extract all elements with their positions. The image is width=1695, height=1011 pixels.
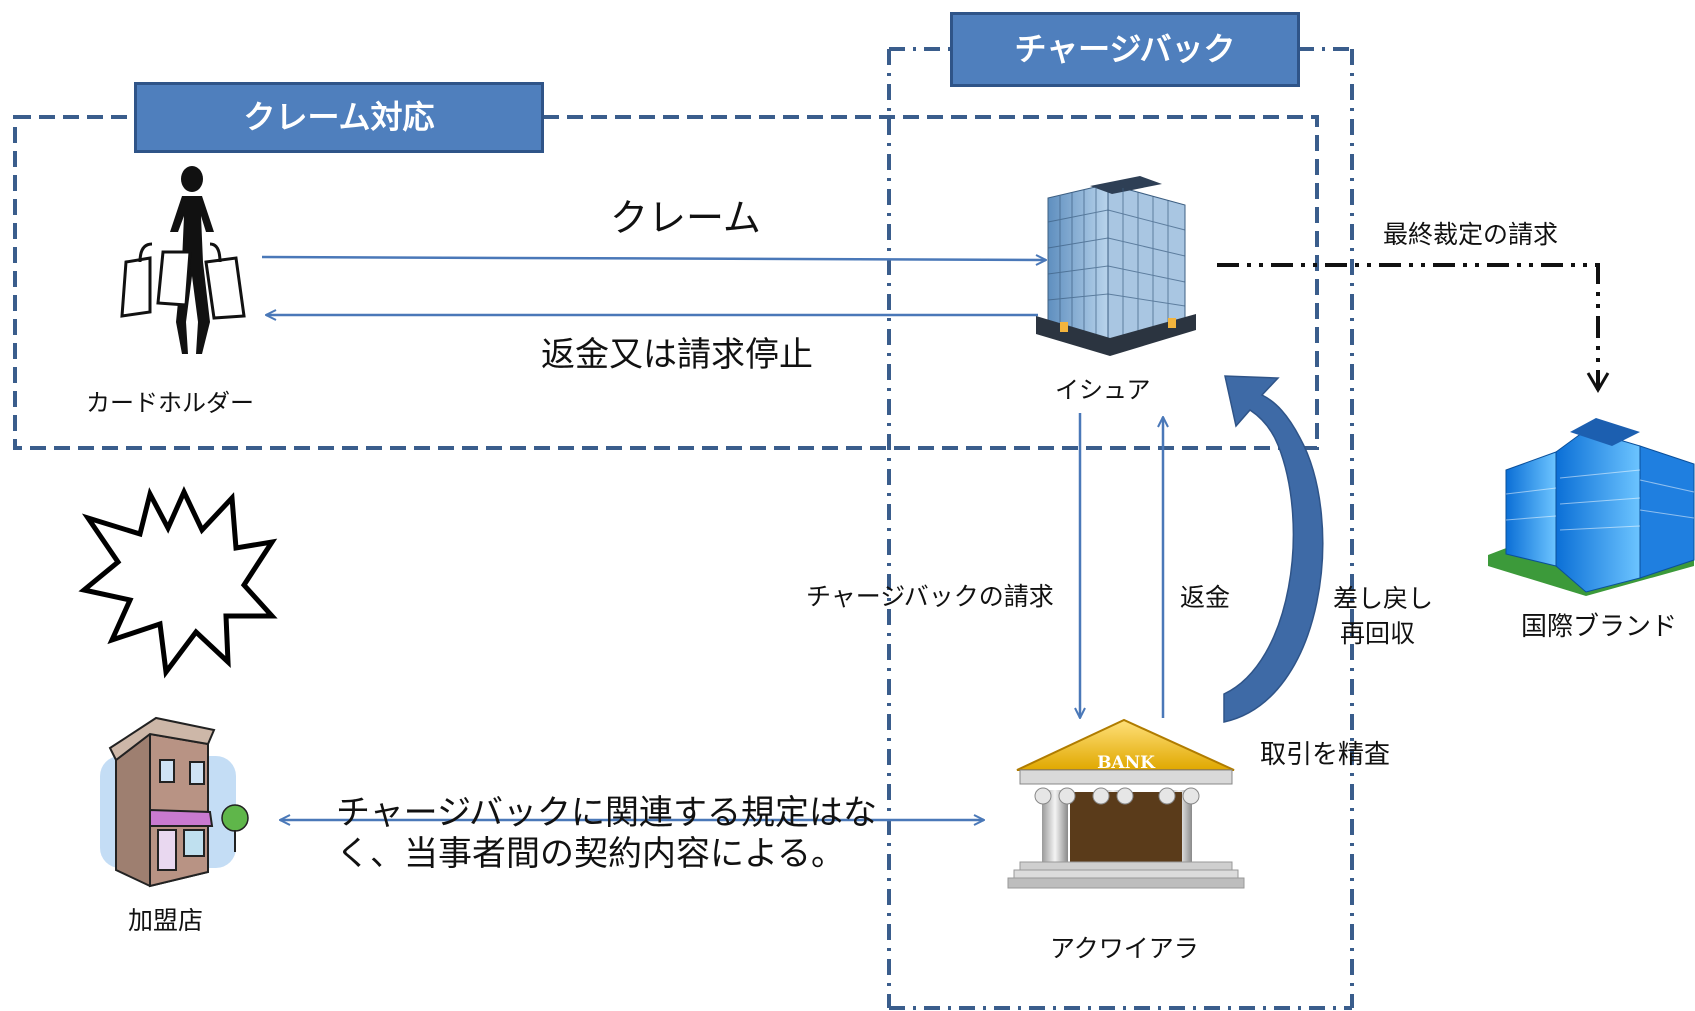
brand-building-icon bbox=[1488, 418, 1695, 596]
chargeback-request-label: チャージバックの請求 bbox=[806, 582, 1054, 611]
final-arbitration-label: 最終裁定の請求 bbox=[1383, 220, 1559, 249]
claim-handling-frame bbox=[13, 115, 1319, 450]
merchant-note-line2: く、当事者間の契約内容による。 bbox=[336, 834, 845, 874]
merchant-label: 加盟店 bbox=[128, 906, 204, 935]
acquirer-label: アクワイアラ bbox=[1050, 934, 1199, 963]
chargeback-title-text: チャージバック bbox=[1014, 30, 1236, 68]
represent-label-line2: 再回収 bbox=[1340, 619, 1416, 648]
issuer-building-icon bbox=[1036, 176, 1196, 356]
final-arbitration-line bbox=[1217, 263, 1600, 390]
final-arbitration-arrowhead bbox=[1586, 372, 1610, 393]
issuer-label: イシュア bbox=[1055, 376, 1151, 404]
review-transaction-label: 取引を精査 bbox=[1260, 740, 1391, 770]
represent-curved-arrow bbox=[1223, 375, 1324, 723]
chargeback-frame bbox=[887, 47, 1354, 1010]
represent-label-line1: 差し戻し bbox=[1333, 584, 1434, 613]
chargeback-title: チャージバック bbox=[950, 12, 1300, 87]
claim-handling-title: クレーム対応 bbox=[134, 82, 544, 153]
claim-label: クレーム bbox=[610, 196, 761, 240]
refund-label: 返金 bbox=[1180, 583, 1231, 612]
acquirer-bank-icon: BANK bbox=[1007, 718, 1245, 889]
cardholder-label: カードホルダー bbox=[86, 389, 254, 417]
international-brand-label: 国際ブランド bbox=[1521, 612, 1678, 642]
shopper-icon bbox=[120, 166, 246, 354]
refund-or-stop-label: 返金又は請求停止 bbox=[541, 335, 813, 375]
claim-arrow bbox=[261, 257, 1046, 260]
claim-handling-title-text: クレーム対応 bbox=[243, 98, 435, 136]
merchant-store-icon bbox=[100, 716, 249, 888]
merchant-note-line1: チャージバックに関連する規定はな bbox=[336, 793, 877, 833]
conflict-burst-icon bbox=[78, 486, 278, 679]
bank-sign-text: BANK bbox=[1097, 753, 1156, 773]
